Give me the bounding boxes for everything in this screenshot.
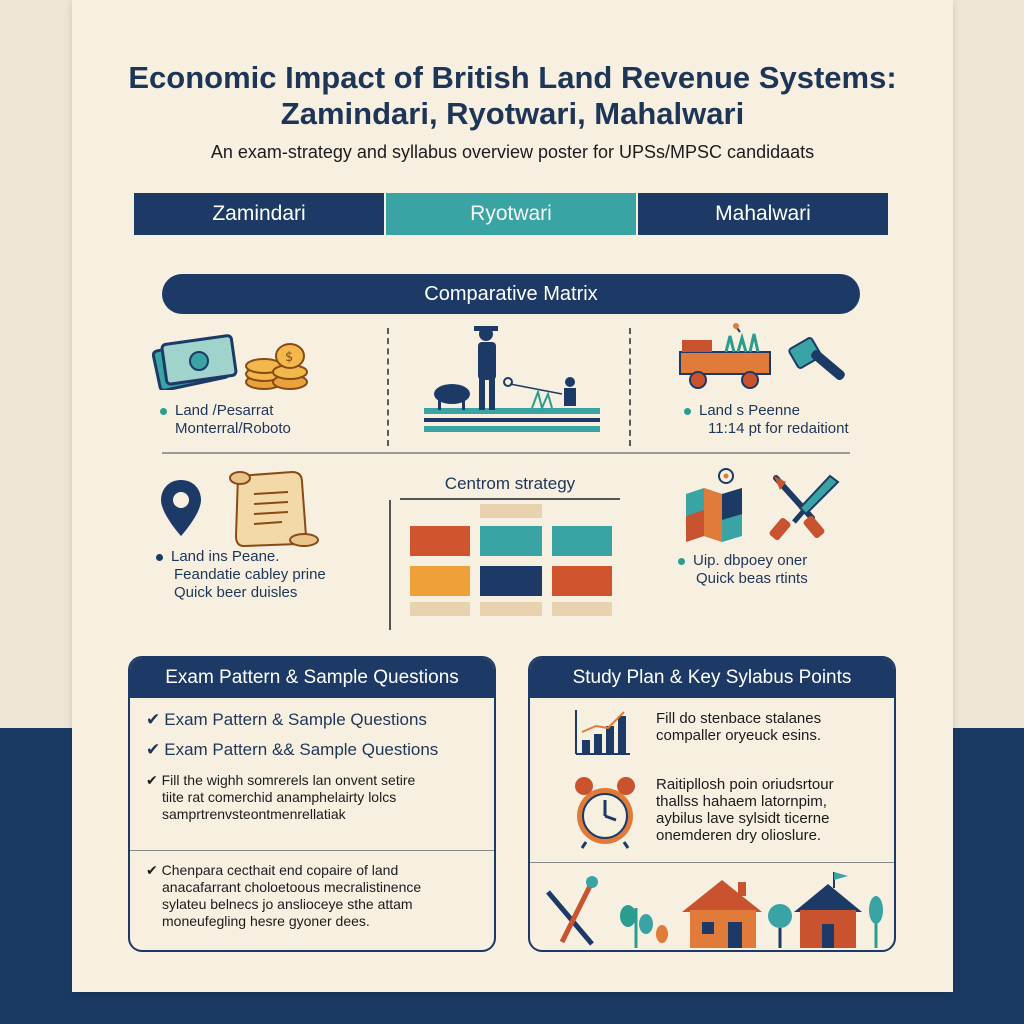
matrix-divider-horizontal	[162, 452, 850, 454]
check-icon: ✔	[146, 740, 161, 759]
check-icon: ✔	[146, 772, 162, 788]
strategy-divider	[389, 500, 391, 630]
tree-icon-3	[869, 896, 883, 948]
farmer-with-cattle-icon	[424, 326, 600, 432]
matrix-cell-top-right-text: Land s Peenne 11:14 pt for redaitiont	[684, 402, 849, 438]
crossed-tools-icon	[769, 474, 840, 541]
study-plan-title: Study Plan & Key Sylabus Points	[530, 658, 894, 698]
village-scene	[546, 872, 883, 948]
house-icon	[682, 880, 762, 948]
map-icon	[686, 468, 742, 542]
exam-pattern-title: Exam Pattern & Sample Questions	[130, 658, 494, 698]
title-line-2: Zamindari, Ryotwari, Mahalwari	[280, 96, 745, 131]
bullet-dot	[684, 407, 691, 415]
tree-icon	[620, 905, 668, 948]
coin-stack-icon: $	[245, 343, 308, 390]
exam-paragraph-2: ✔ Chenpara cecthait end copaire of land …	[146, 862, 422, 929]
svg-text:$: $	[285, 350, 293, 365]
matrix-cell-bottom-right-text: Uip. dbpoey oner Quick beas rtints	[678, 552, 808, 588]
cash-notes-icon	[152, 334, 238, 390]
study-plan-box: Study Plan & Key Sylabus Points Fill do …	[528, 656, 896, 952]
alarm-clock-icon	[575, 777, 635, 849]
scroll-icon	[229, 470, 319, 548]
title-line-1: Economic Impact of British Land Revenue …	[128, 60, 897, 95]
wrench-tool-icon	[788, 337, 845, 381]
check-icon: ✔	[146, 862, 162, 878]
tab-mahalwari[interactable]: Mahalwari	[638, 193, 888, 235]
exam-divider	[130, 850, 494, 851]
page-title: Economic Impact of British Land Revenue …	[72, 60, 953, 132]
bullet-dot	[160, 407, 167, 415]
matrix-cell-top-left-text: Land /Pesarrat Monterral/Roboto	[160, 402, 291, 438]
house-icon-2	[794, 872, 862, 948]
tools-icon	[546, 876, 598, 946]
location-pin-icon	[161, 480, 201, 536]
matrix-cell-bottom-left-text: Land ins Peane. Feandatie cabley prine Q…	[156, 548, 326, 602]
farm-cart-icon	[679, 323, 771, 389]
tab-zamindari[interactable]: Zamindari	[134, 193, 386, 235]
system-tabs: Zamindari Ryotwari Mahalwari	[134, 193, 888, 235]
poster: Economic Impact of British Land Revenue …	[72, 0, 953, 992]
check-icon: ✔	[146, 710, 161, 729]
comparative-matrix-header: Comparative Matrix	[162, 274, 860, 314]
page-subtitle: An exam-strategy and syllabus overview p…	[210, 142, 815, 162]
bullet-dot	[156, 553, 163, 561]
exam-check-2: ✔Exam Pattern && Sample Questions	[146, 740, 439, 759]
tree-icon-2	[768, 904, 792, 948]
grid-blocks-icon	[410, 504, 612, 616]
centrom-strategy-title: Centrom strategy	[400, 474, 620, 500]
matrix-divider-right	[629, 328, 631, 446]
exam-paragraph-1: ✔ Fill the wighh somrerels lan onvent se…	[146, 772, 416, 822]
bullet-dot	[678, 557, 685, 565]
study-paragraph-2: Raitipllosh poin oriudsrtour thallss hah…	[656, 776, 834, 844]
bar-chart-icon	[575, 710, 630, 755]
exam-check-1: ✔Exam Pattern & Sample Questions	[146, 710, 427, 729]
exam-pattern-box: Exam Pattern & Sample Questions ✔Exam Pa…	[128, 656, 496, 952]
study-paragraph-1: Fill do stenbace stalanes compaller orye…	[656, 710, 822, 744]
matrix-divider-left	[387, 328, 389, 446]
study-divider	[530, 862, 894, 863]
tab-ryotwari[interactable]: Ryotwari	[386, 193, 638, 235]
